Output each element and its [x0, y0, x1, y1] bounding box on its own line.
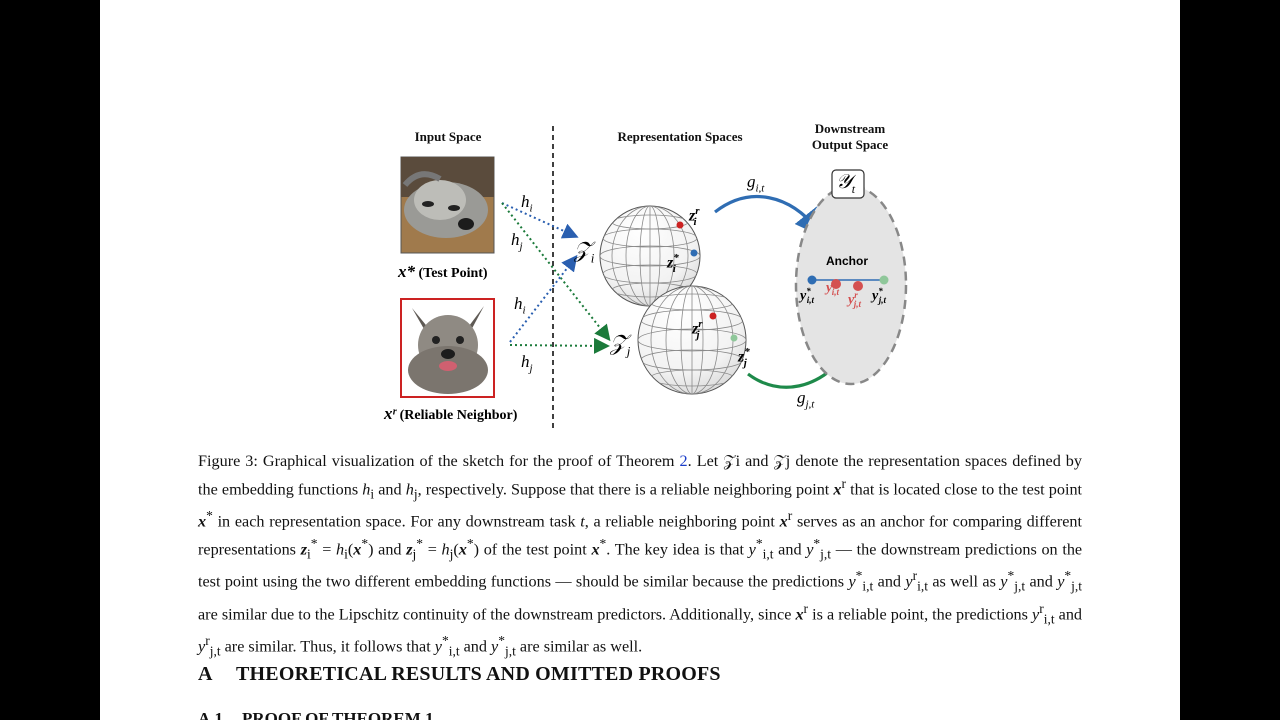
caption-fig-label: Figure 3: — [198, 452, 258, 470]
y-space-box — [831, 169, 865, 199]
y-r-j-label: yrj,t — [848, 290, 861, 310]
caption-text-8: of the test point — [483, 540, 587, 559]
g-j-label: gj,t — [797, 388, 815, 411]
section-title: THEORETICAL RESULTS AND OMITTED PROOFS — [236, 663, 721, 685]
caption-text-6: , a reliable neighboring point — [584, 512, 775, 531]
arrow-hi-top — [501, 202, 579, 239]
downstream-label-2: Output Space — [811, 137, 889, 152]
neighbor-label: (Reliable Neighbor) — [399, 408, 518, 423]
test-point-image — [400, 156, 495, 254]
caption-text-14: are similar as well. — [519, 637, 643, 656]
subsection-title: PROOF OF THEOREM 1 — [242, 709, 434, 720]
test-point-label: (Test Point) — [418, 266, 488, 281]
arrow-hj-top — [501, 202, 611, 342]
caption-text-3: respectively. Suppose that there is a re… — [425, 480, 830, 499]
y-star-i-point — [807, 275, 817, 285]
caption-text-7: serves as an anchor for comparing differ… — [198, 512, 1083, 559]
arrow-hj-bottom — [509, 337, 610, 354]
zstar-j-point — [730, 334, 738, 342]
z-star-i-label: z*i — [667, 252, 679, 275]
caption-text-10: — the downstream predictions on the test… — [198, 540, 1083, 591]
output-space-ellipse — [794, 184, 908, 386]
figure-caption: Figure 3: Graphical visualization of the… — [198, 452, 1083, 659]
g-i-label: gi,t — [747, 172, 765, 195]
input-space-label: Input Space — [414, 129, 482, 144]
h-i-top-label: hi — [521, 192, 533, 215]
caption-text-9: . The key idea is that — [606, 540, 744, 559]
anchor-label: Anchor — [826, 254, 868, 268]
representation-spaces-label: Representation Spaces — [617, 129, 743, 144]
zstar-i-point — [690, 249, 698, 257]
subsection-heading: A.1 PROOF OF THEOREM 1 — [198, 709, 434, 720]
h-j-bottom-label: hj — [521, 352, 533, 375]
z-j-space-label: 𝒵j — [610, 330, 631, 359]
y-star-j-point — [879, 275, 889, 285]
z-r-j-label: zrj — [692, 318, 703, 341]
h-j-top-label: hj — [511, 230, 523, 253]
downstream-label-1: Downstream — [814, 121, 886, 136]
theorem-ref-link[interactable]: 2 — [679, 452, 688, 470]
caption-text-1: Graphical visualization of the sketch fo… — [262, 452, 675, 470]
caption-text-4: that is located close to the test point — [850, 480, 1083, 499]
h-i-bottom-label: hi — [514, 294, 526, 317]
zr-i-point — [676, 221, 684, 229]
section-number: A — [198, 663, 213, 685]
caption-text-12: is a reliable point, the predictions — [812, 605, 1028, 624]
caption-text-11: are similar due to the Lipschitz continu… — [198, 605, 792, 624]
arrow-gi — [714, 195, 825, 238]
figure-diagram — [400, 126, 908, 432]
y-r-i-label: yri,t — [826, 278, 839, 298]
neighbor-symbol: xʳ — [384, 404, 397, 423]
neighbor-image — [400, 298, 495, 398]
zr-j-point — [709, 312, 717, 320]
z-r-i-label: zri — [689, 205, 700, 228]
caption-text-2: . Let 𝒵i and 𝒵j denote the representatio… — [198, 452, 1082, 499]
section-heading: A THEORETICAL RESULTS AND OMITTED PROOFS — [198, 663, 721, 686]
y-space-label: 𝒴t — [836, 171, 856, 196]
z-star-j-label: z*j — [738, 346, 750, 369]
figure-3: Input Space Representation Spaces Downst… — [100, 0, 1180, 440]
z-i-space-label: 𝒵i — [574, 237, 595, 266]
test-point-symbol: x* — [398, 262, 415, 281]
caption-text-5: in each representation space. For any do… — [217, 512, 576, 531]
y-star-j-label: y*j,t — [872, 286, 886, 306]
y-star-i-label: y*i,t — [800, 286, 814, 306]
test-point-caption: x* (Test Point) — [398, 262, 488, 282]
y-r-j-point — [853, 281, 863, 291]
subsection-number: A.1 — [198, 709, 224, 720]
caption-text-13: are similar. Thus, it follows that — [224, 637, 431, 656]
paper-page: Input Space Representation Spaces Downst… — [100, 0, 1180, 720]
y-r-i-point — [831, 279, 841, 289]
neighbor-caption: xʳ (Reliable Neighbor) — [384, 404, 517, 424]
